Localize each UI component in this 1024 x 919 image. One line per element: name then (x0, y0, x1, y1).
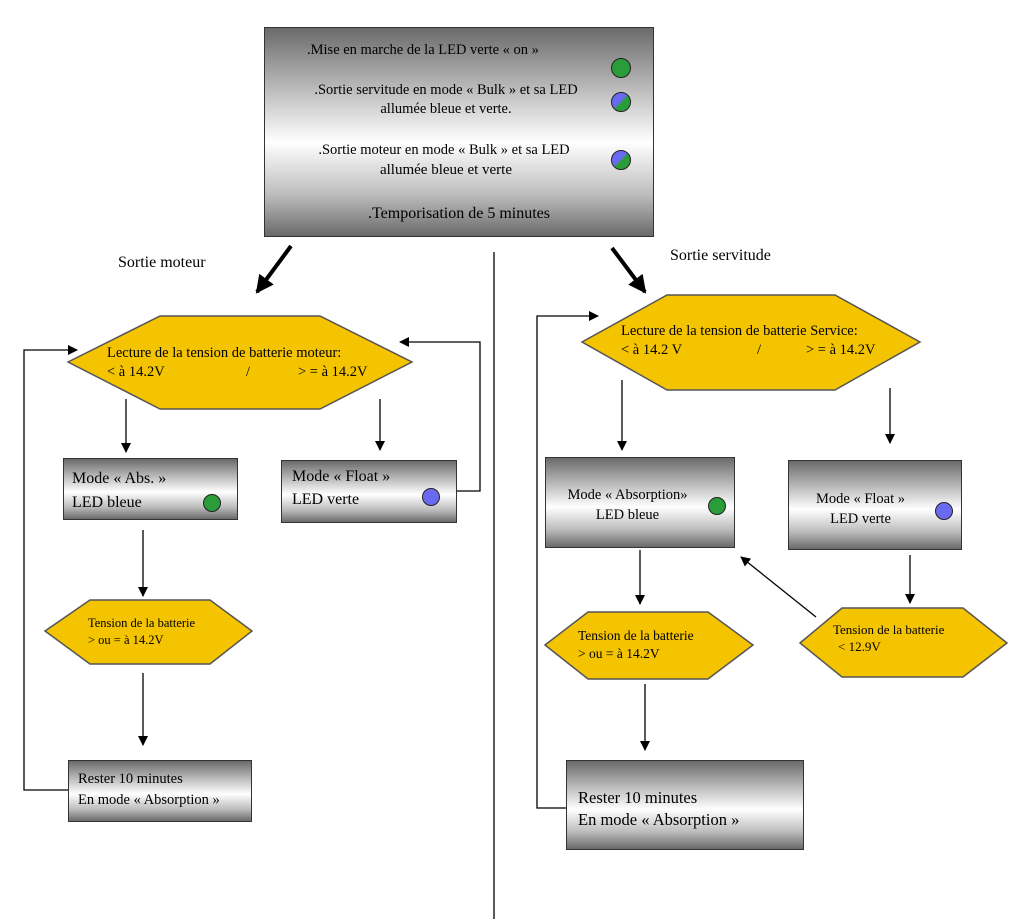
right-decision-more: > = à 14.2V (806, 342, 876, 358)
left-float-loop-back (399, 337, 481, 492)
startup-line-1: .Mise en marche de la LED verte « on » (307, 42, 539, 58)
right-low-line-2: < 12.9V (838, 639, 881, 654)
led-indicator-icon (708, 497, 726, 515)
left-voltage-check-hexagon (43, 599, 254, 665)
startup-box (264, 27, 654, 237)
left-decision-separator: / (246, 364, 251, 380)
right-rest-loop-back (536, 311, 599, 809)
left-float-mode-box (281, 460, 457, 523)
right-rest-line-1: Rester 10 minutes (578, 788, 698, 807)
right-float-mode-box (788, 460, 962, 550)
arrow-to-right-branch (610, 246, 647, 294)
right-decision-hexagon (580, 294, 922, 391)
right-abs-title: Mode « Absorption» (567, 487, 688, 503)
left-decision-title: Lecture de la tension de batterie moteur… (107, 345, 342, 361)
left-rest-line-1: Rester 10 minutes (78, 771, 183, 787)
right-decision-separator: / (757, 342, 762, 358)
right-decision-less: < à 14.2 V (621, 342, 683, 358)
startup-line-4: .Temporisation de 5 minutes (368, 205, 550, 222)
startup-line-2b: allumée bleue et verte. (380, 101, 512, 117)
right-voltage-check-hexagon (543, 611, 755, 680)
right-float-title: Mode « Float » (815, 491, 905, 507)
right-rest-box (566, 760, 804, 850)
left-abs-led-label: LED bleue (72, 494, 142, 511)
left-float-title: Mode « Float » (292, 468, 391, 485)
left-rest-box (68, 760, 252, 822)
startup-line-3b: allumée bleue et verte (379, 162, 512, 178)
left-check-line-1: Tension de la batterie (88, 616, 196, 630)
left-check-line-2: > ou = à 14.2V (88, 633, 164, 647)
left-rest-loop-back (23, 345, 78, 791)
led-indicator-icon (611, 58, 631, 78)
left-decision-less: < à 14.2V (107, 364, 165, 380)
left-rest-line-2: En mode « Absorption » (78, 792, 220, 808)
left-branch-label: Sortie moteur (118, 254, 206, 271)
right-float-led-label: LED verte (830, 511, 891, 527)
right-branch-label: Sortie servitude (670, 247, 771, 264)
right-low-to-abs (740, 556, 817, 618)
left-float-led-label: LED verte (292, 491, 360, 508)
led-indicator-icon (611, 150, 631, 170)
right-decision-title: Lecture de la tension de batterie Servic… (621, 323, 858, 339)
right-abs-led-label: LED bleue (595, 507, 660, 523)
startup-line-2a: .Sortie servitude en mode « Bulk » et sa… (314, 82, 578, 98)
arrow-to-left-branch (255, 244, 293, 294)
right-absorption-mode-box (545, 457, 735, 548)
led-indicator-icon (203, 494, 221, 512)
startup-line-3a: .Sortie moteur en mode « Bulk » et sa LE… (318, 142, 570, 158)
right-low-line-1: Tension de la batterie (833, 622, 945, 637)
left-decision-more: > = à 14.2V (298, 364, 368, 380)
right-low-voltage-hexagon (798, 607, 1009, 678)
left-abs-title: Mode « Abs. » (72, 470, 167, 487)
led-indicator-icon (611, 92, 631, 112)
led-indicator-icon (935, 502, 953, 520)
led-indicator-icon (422, 488, 440, 506)
right-check-line-2: > ou = à 14.2V (578, 646, 660, 661)
right-rest-line-2: En mode « Absorption » (578, 810, 740, 829)
right-check-line-1: Tension de la batterie (578, 628, 694, 643)
left-decision-hexagon (66, 315, 414, 410)
